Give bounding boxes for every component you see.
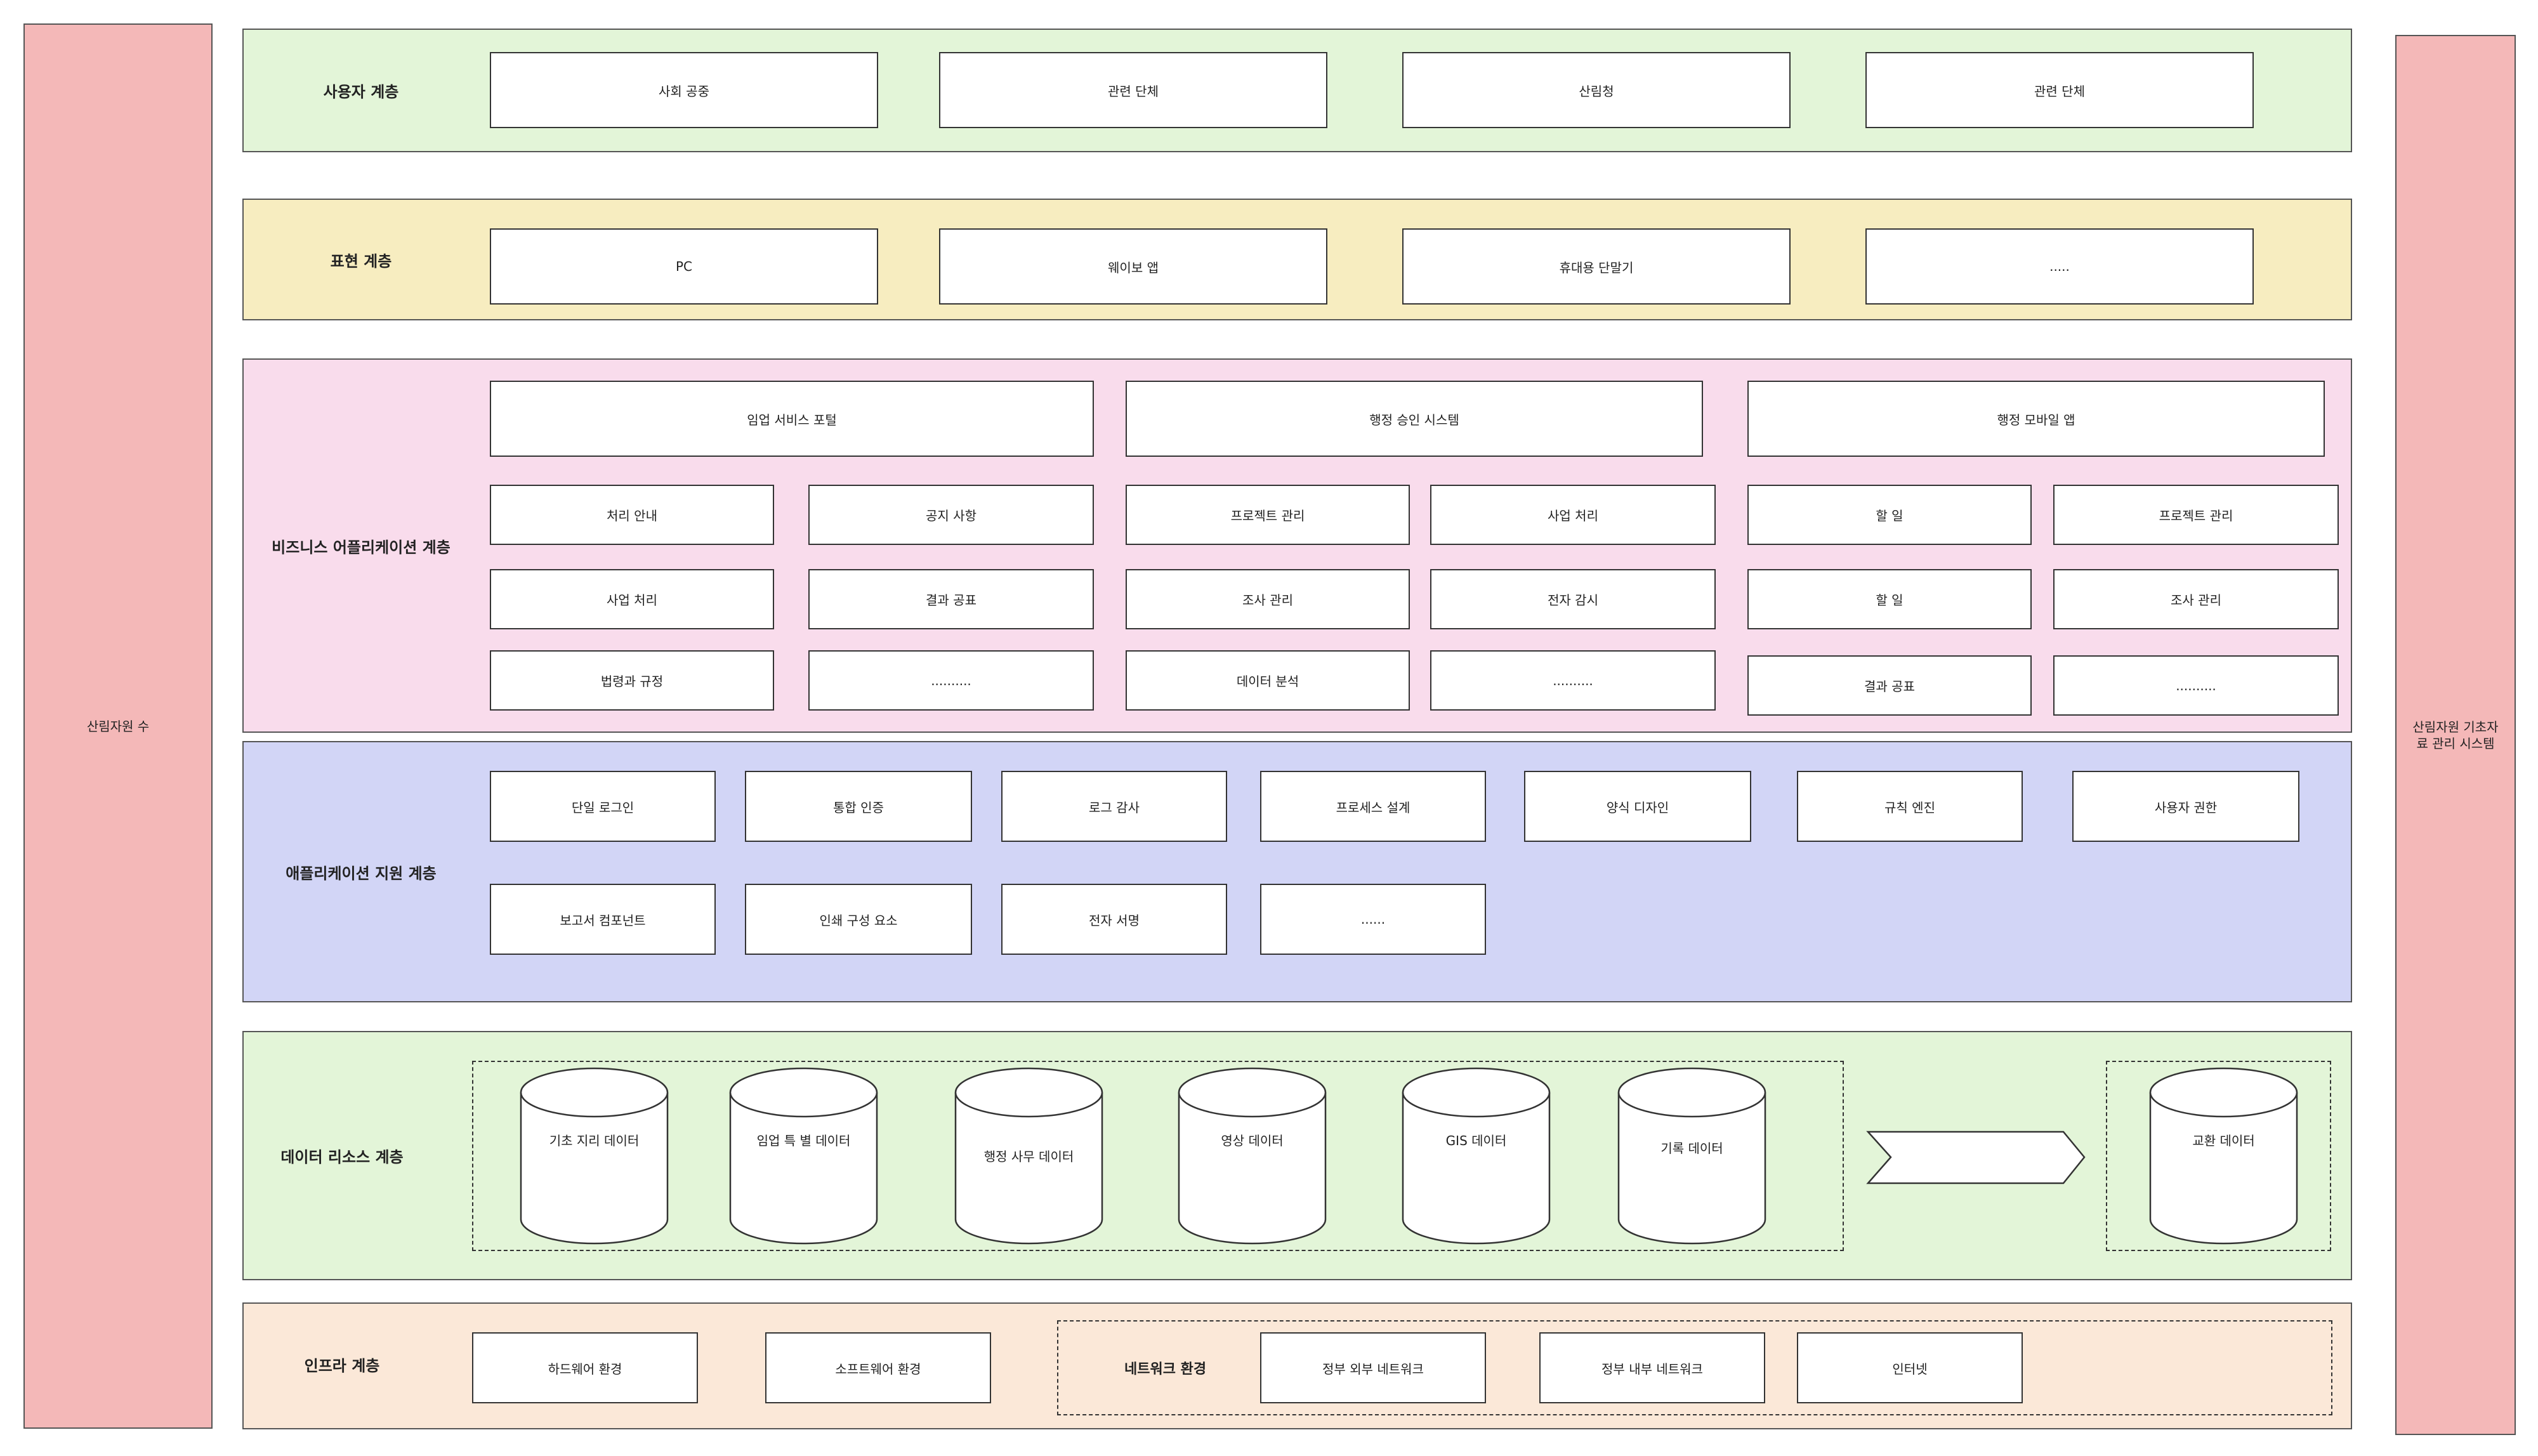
infra-layer: 인프라 계층 하드웨어 환경 소프트웨어 환경 네트워크 환경 정부 외부 네트… xyxy=(242,1302,2352,1429)
support-item: 양식 디자인 xyxy=(1524,771,1751,842)
business-item: 사업 처리 xyxy=(490,569,774,629)
exchange-database-cylinder: 교환 데이터 xyxy=(2149,1067,2298,1245)
presentation-layer: 표현 계층 PC 웨이보 앱 휴대용 단말기 ..... xyxy=(242,199,2352,320)
support-item: 단일 로그인 xyxy=(490,771,716,842)
exchange-group xyxy=(2106,1061,2331,1251)
app-support-layer-label: 애플리케이션 지원 계층 xyxy=(286,864,437,882)
presentation-item: 웨이보 앱 xyxy=(939,228,1327,305)
support-item: 인쇄 구성 요소 xyxy=(745,884,972,955)
business-item: 공지 사항 xyxy=(808,485,1094,545)
business-item: 조사 관리 xyxy=(1126,569,1410,629)
database-label: 기초 지리 데이터 xyxy=(549,1133,640,1148)
exchange-database-label: 교환 데이터 xyxy=(2192,1133,2255,1148)
business-item: 결과 공표 xyxy=(1747,655,2032,716)
network-label: 네트워크 환경 xyxy=(1124,1361,1207,1377)
side-bar-right-label: 산림자원 기초자료 관리 시스템 xyxy=(2412,719,2499,751)
data-layer-label: 데이터 리소스 계층 xyxy=(280,1148,404,1166)
business-group-title: 임업 서비스 포털 xyxy=(490,381,1094,457)
business-layer: 비즈니스 어플리케이션 계층 임업 서비스 포털 처리 안내 공지 사항 사업 … xyxy=(242,358,2352,733)
business-item: 전자 감시 xyxy=(1430,569,1716,629)
user-item: 산림청 xyxy=(1402,52,1791,128)
business-group-title: 행정 모바일 앱 xyxy=(1747,381,2325,457)
database-cylinder: 영상 데이터 xyxy=(1178,1067,1327,1245)
presentation-item: 휴대용 단말기 xyxy=(1402,228,1791,305)
database-cylinder: 기록 데이터 xyxy=(1617,1067,1766,1245)
user-layer: 사용자 계층 사회 공중 관련 단체 산림청 관련 단체 xyxy=(242,29,2352,152)
business-item: 데이터 분석 xyxy=(1126,650,1410,711)
business-item: 할 일 xyxy=(1747,569,2032,629)
infra-item: 하드웨어 환경 xyxy=(472,1332,698,1403)
flow-arrow-icon xyxy=(1866,1131,2086,1184)
database-label: 기록 데이터 xyxy=(1660,1141,1723,1156)
side-bar-left-label: 산림자원 수 xyxy=(86,718,150,734)
business-item: 프로젝트 관리 xyxy=(1126,485,1410,545)
business-item: 결과 공표 xyxy=(808,569,1094,629)
database-label: 임업 특 별 데이터 xyxy=(756,1133,851,1148)
business-item: 처리 안내 xyxy=(490,485,774,545)
database-cylinder: 행정 사무 데이터 xyxy=(954,1067,1103,1245)
support-item: 전자 서명 xyxy=(1001,884,1227,955)
database-cylinder: 임업 특 별 데이터 xyxy=(729,1067,878,1245)
user-item: 사회 공중 xyxy=(490,52,878,128)
business-item: 사업 처리 xyxy=(1430,485,1716,545)
support-item: 보고서 컴포넌트 xyxy=(490,884,716,955)
business-item: 조사 관리 xyxy=(2053,569,2339,629)
support-item: ...... xyxy=(1260,884,1486,955)
presentation-item: ..... xyxy=(1865,228,2254,305)
database-label: 영상 데이터 xyxy=(1221,1133,1284,1148)
infra-layer-label: 인프라 계층 xyxy=(304,1356,380,1375)
business-group-title: 행정 승인 시스템 xyxy=(1126,381,1703,457)
network-item: 정부 외부 네트워크 xyxy=(1260,1332,1486,1403)
business-item: 할 일 xyxy=(1747,485,2032,545)
business-item: .......... xyxy=(2053,655,2339,716)
network-group xyxy=(1057,1320,2332,1415)
user-layer-label: 사용자 계층 xyxy=(323,83,399,101)
database-group xyxy=(472,1061,1844,1251)
data-layer: 데이터 리소스 계층 기초 지리 데이터 임업 특 별 데이터 행정 사무 데이… xyxy=(242,1031,2352,1280)
presentation-layer-label: 표현 계층 xyxy=(330,252,392,270)
side-bar-left: 산림자원 수 xyxy=(23,23,213,1429)
support-item: 프로세스 설계 xyxy=(1260,771,1486,842)
business-item: 법령과 규정 xyxy=(490,650,774,711)
support-item: 규칙 엔진 xyxy=(1797,771,2023,842)
infra-item: 소프트웨어 환경 xyxy=(765,1332,991,1403)
support-item: 사용자 권한 xyxy=(2072,771,2299,842)
user-item: 관련 단체 xyxy=(939,52,1327,128)
business-layer-label: 비즈니스 어플리케이션 계층 xyxy=(272,538,450,556)
support-item: 통합 인증 xyxy=(745,771,972,842)
network-item: 정부 내부 네트워크 xyxy=(1539,1332,1765,1403)
database-label: GIS 데이터 xyxy=(1445,1133,1507,1148)
side-bar-right: 산림자원 기초자료 관리 시스템 xyxy=(2395,35,2516,1435)
business-item: .......... xyxy=(1430,650,1716,711)
database-cylinder: 기초 지리 데이터 xyxy=(520,1067,669,1245)
presentation-item: PC xyxy=(490,228,878,305)
support-item: 로그 감사 xyxy=(1001,771,1227,842)
business-item: 프로젝트 관리 xyxy=(2053,485,2339,545)
user-item: 관련 단체 xyxy=(1865,52,2254,128)
business-item: .......... xyxy=(808,650,1094,711)
app-support-layer: 애플리케이션 지원 계층 단일 로그인 통합 인증 로그 감사 프로세스 설계 … xyxy=(242,741,2352,1002)
network-item: 인터넷 xyxy=(1797,1332,2023,1403)
database-cylinder: GIS 데이터 xyxy=(1402,1067,1551,1245)
database-label: 행정 사무 데이터 xyxy=(983,1149,1074,1164)
